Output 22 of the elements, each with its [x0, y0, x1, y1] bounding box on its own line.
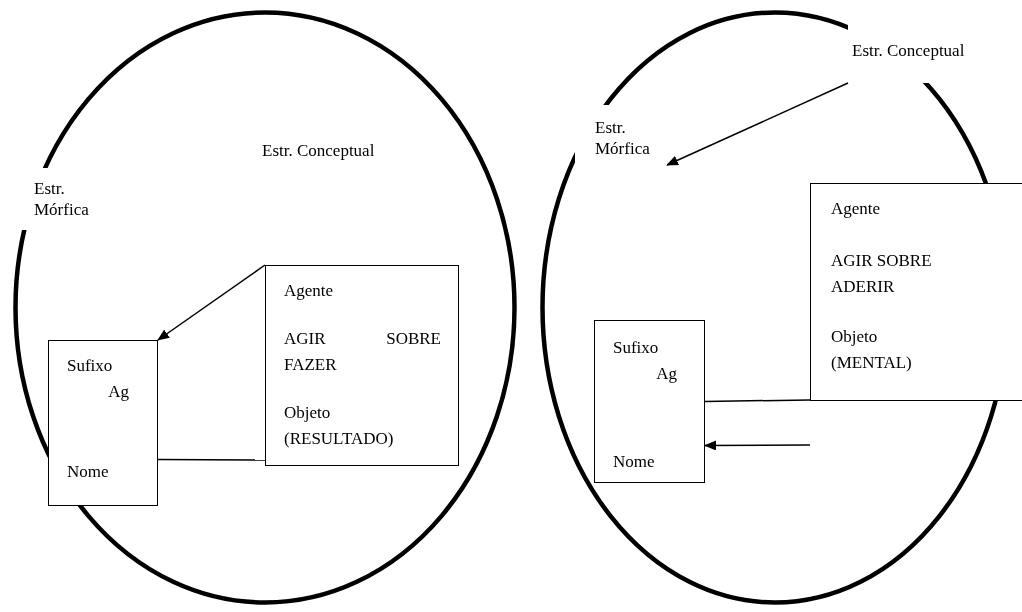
box-text: AGIR SOBRE ADERIR	[831, 250, 933, 298]
connector-line	[157, 458, 266, 461]
box-text: Agente	[284, 280, 335, 302]
concept-box	[48, 340, 158, 506]
ellipse-outline	[13, 10, 517, 605]
region-label: Estr. Conceptual	[848, 22, 965, 83]
concept-box	[265, 265, 459, 466]
region-label: Estr. Mórfica	[575, 105, 667, 165]
box-text: Nome	[67, 461, 110, 483]
box-text: Objeto (MENTAL)	[831, 326, 913, 374]
box-text: Sufixo Ag	[613, 337, 677, 385]
box-text: Sufixo Ag	[67, 355, 129, 403]
connector-line	[704, 399, 811, 403]
arrow	[157, 264, 266, 341]
arrow	[704, 440, 811, 451]
box-text: Agente	[831, 198, 882, 220]
box-text: Objeto (RESULTADO)	[284, 402, 395, 450]
concept-box	[594, 320, 705, 483]
concept-box	[810, 183, 1022, 401]
box-text: AGIR SOBRE FAZER	[284, 328, 441, 376]
box-text: Nome	[613, 451, 656, 473]
arrow	[666, 82, 849, 166]
